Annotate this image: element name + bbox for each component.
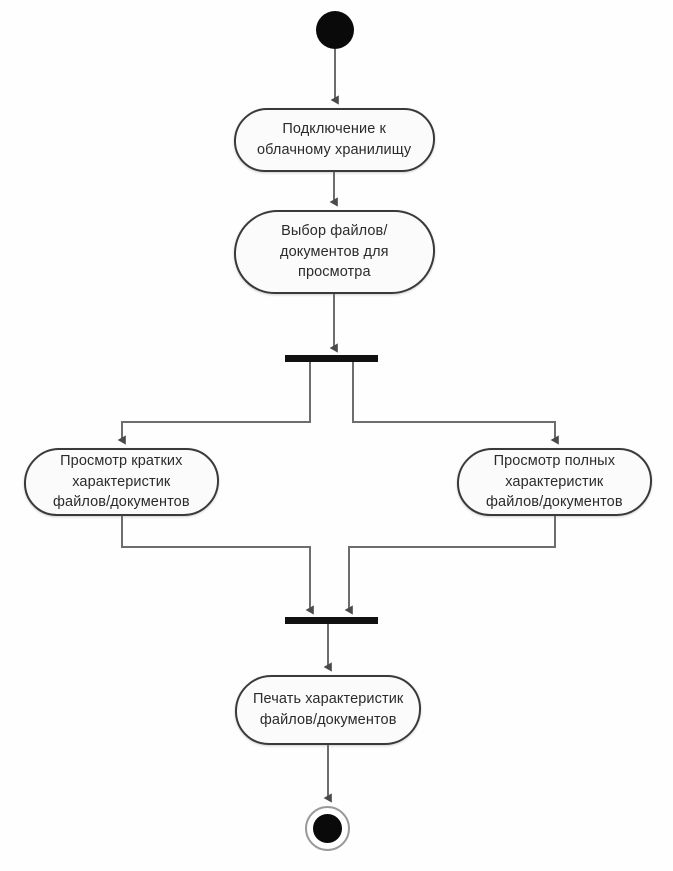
activity-node-view-full-specs[interactable]: Просмотр полных характеристик файлов/док…	[455, 448, 654, 516]
activity-node-connect-to-cloud[interactable]: Подключение к облачному хранилищу	[232, 108, 437, 172]
activity-node-label: Просмотр полных характеристик файлов/док…	[486, 453, 623, 511]
activity-node-view-brief-specs[interactable]: Просмотр кратких характеристик файлов/до…	[22, 448, 221, 516]
edge-fork-to-full	[352, 362, 559, 445]
edge-fork-to-brief	[117, 362, 311, 445]
activity-node-label: Выбор файлов/ документов для просмотра	[280, 223, 389, 281]
edge-full-to-join	[344, 516, 556, 615]
initial-node	[316, 11, 354, 49]
activity-node-label: Просмотр кратких характеристик файлов/до…	[53, 453, 190, 511]
edge-brief-to-join	[121, 516, 314, 615]
join-bar	[285, 617, 378, 624]
activity-node-select-files[interactable]: Выбор файлов/ документов для просмотра	[232, 210, 437, 294]
activity-node-print-specs[interactable]: Печать характеристик файлов/документов	[233, 675, 423, 745]
activity-node-label: Печать характеристик файлов/документов	[252, 691, 404, 728]
final-node	[305, 806, 350, 851]
activity-node-label: Подключение к облачному хранилищу	[257, 121, 412, 158]
final-node-core	[313, 814, 342, 843]
fork-bar	[285, 355, 378, 362]
